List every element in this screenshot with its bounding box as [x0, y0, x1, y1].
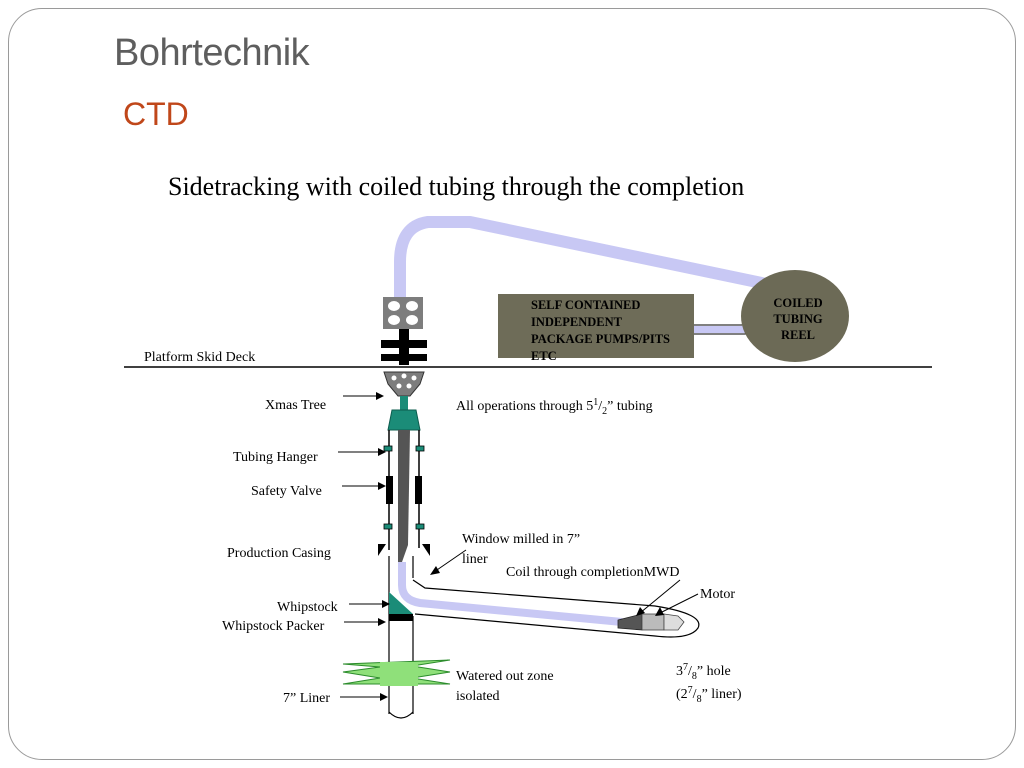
slide-subtitle: CTD [123, 96, 189, 132]
label-production-casing: Production Casing [227, 546, 331, 561]
svg-text:ETC: ETC [531, 349, 557, 363]
injector-head [381, 297, 427, 365]
label-window-milled-2: liner [462, 552, 488, 567]
label-coil-through-completion: Coil through completionMWD [506, 565, 679, 580]
svg-text:TUBING: TUBING [773, 312, 823, 326]
pipe-fill [694, 326, 748, 333]
label-safety-valve: Safety Valve [251, 484, 322, 499]
slide-title: Bohrtechnik [114, 32, 310, 74]
svg-text:COILED: COILED [773, 296, 822, 310]
label-platform-skid-deck: Platform Skid Deck [144, 350, 255, 365]
svg-text:PACKAGE PUMPS/PITS: PACKAGE PUMPS/PITS [531, 332, 670, 346]
label-whipstock-packer: Whipstock Packer [222, 619, 325, 634]
label-hole-size: 37/8” hole [676, 662, 731, 682]
slide-frame [8, 8, 1016, 760]
label-whipstock: Whipstock [277, 600, 338, 615]
svg-text:INDEPENDENT: INDEPENDENT [531, 315, 623, 329]
pumps-package-box: SELF CONTAINED INDEPENDENT PACKAGE PUMPS… [498, 294, 694, 363]
arrow-mwd [639, 579, 681, 614]
label-liner-size: (27/8” liner) [676, 685, 742, 705]
diagram-heading: Sidetracking with coiled tubing through … [168, 172, 744, 201]
label-tubing-hanger: Tubing Hanger [233, 450, 318, 465]
bottom-hole-assembly [617, 613, 685, 631]
coiled-tubing-reel: COILED TUBING REEL [741, 270, 849, 362]
label-7-liner: 7” Liner [283, 691, 330, 706]
label-motor: Motor [700, 587, 735, 602]
sidetrack-hole [412, 579, 700, 638]
label-all-operations: All operations through 51/2” tubing [456, 397, 653, 417]
xmas-tree [383, 371, 425, 431]
label-watered-out-1: Watered out zone [456, 669, 554, 684]
well-completion [378, 430, 430, 719]
svg-text:SELF CONTAINED: SELF CONTAINED [531, 298, 640, 312]
coil-in-sidetrack [398, 562, 623, 626]
label-watered-out-2: isolated [456, 689, 500, 704]
coiled-tubing-line [394, 216, 797, 300]
label-xmas-tree: Xmas Tree [265, 398, 326, 413]
arrow-window [433, 549, 467, 573]
whipstock [389, 592, 413, 621]
arrow-motor [659, 593, 699, 614]
watered-out-zone [342, 659, 451, 686]
svg-text:REEL: REEL [781, 328, 815, 342]
label-window-milled-1: Window milled in 7” [462, 532, 580, 547]
